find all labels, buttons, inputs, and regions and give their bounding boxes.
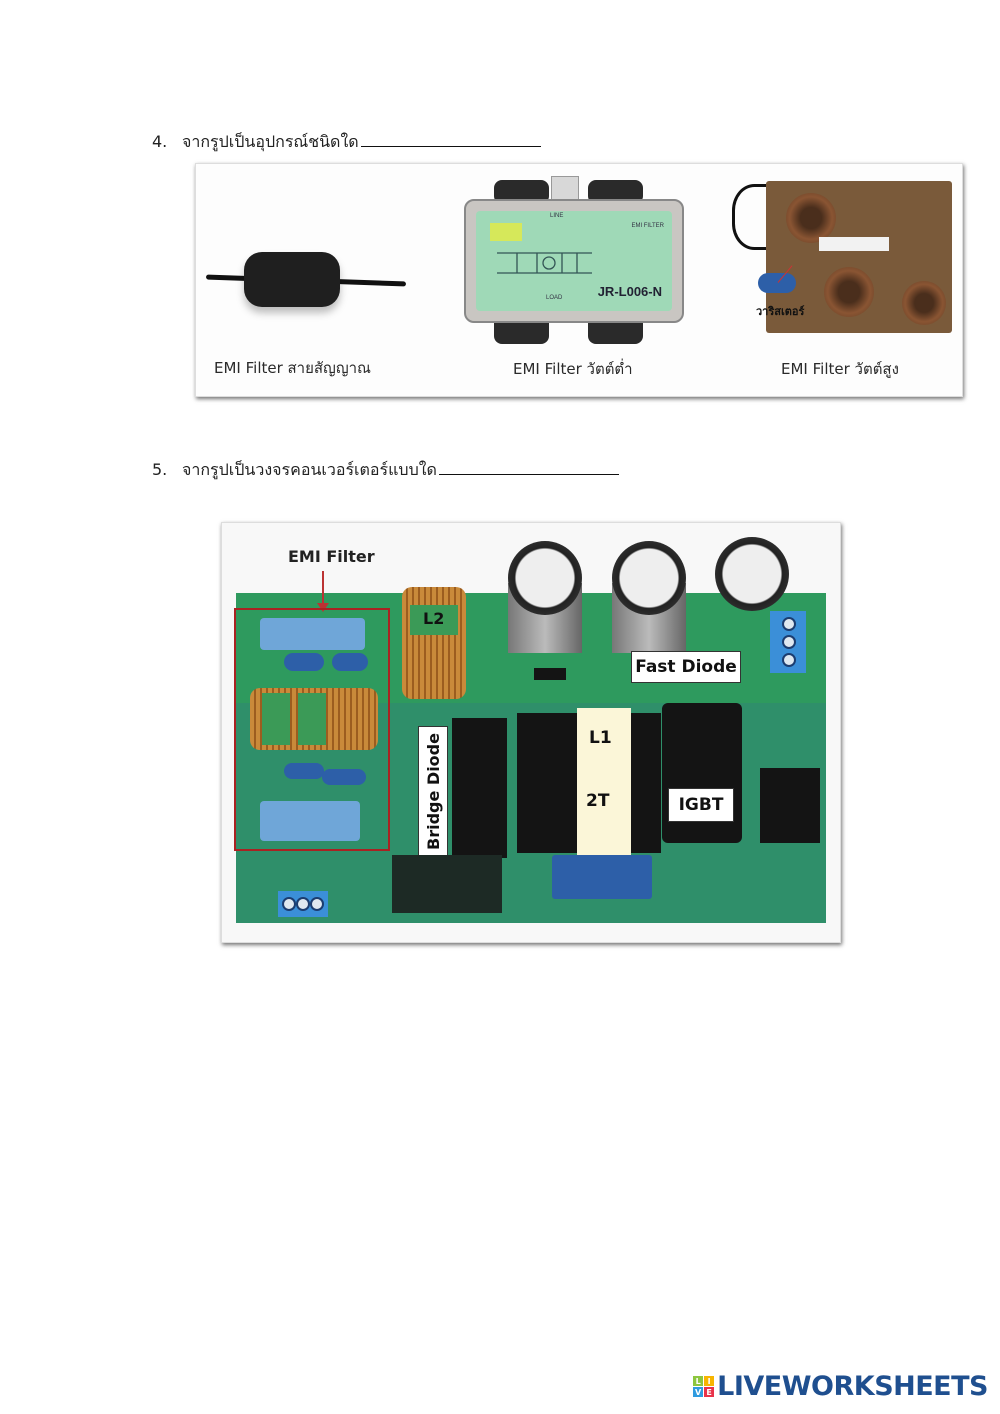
question-5: 5. จากรูปเป็นวงจรคอนเวอร์เตอร์แบบใด <box>152 456 619 483</box>
choke-core <box>298 693 326 745</box>
input-terminal-block <box>278 891 328 917</box>
liveworksheets-logo: L I V E LIVEWORKSHEETS <box>693 1371 988 1402</box>
electrolytic-capacitor <box>508 541 582 615</box>
relay <box>392 855 502 913</box>
logo-letter: V <box>693 1387 704 1397</box>
transformer-core <box>517 713 577 853</box>
caption-signal-cable: EMI Filter สายสัญญาณ <box>214 359 371 377</box>
bridge-diode-label: Bridge Diode <box>418 726 448 856</box>
logo-text: LIVEWORKSHEETS <box>717 1371 988 1402</box>
l1-label: L1 <box>589 728 612 748</box>
inductor-l2 <box>402 587 466 699</box>
y-capacitor <box>284 763 324 779</box>
pcb-board <box>758 181 952 333</box>
filter-label-plate: LINE EMI FILTER LOAD JR-L006-N <box>476 211 672 311</box>
question-4: 4. จากรูปเป็นอุปกรณ์ชนิดใด <box>152 128 541 155</box>
yellow-sticker <box>490 223 522 241</box>
y-capacitor <box>322 769 366 785</box>
line-marking: LINE <box>550 213 564 219</box>
question-number: 5. <box>152 460 168 479</box>
logo-letter: I <box>704 1376 715 1386</box>
terminal-screw <box>782 617 796 631</box>
terminal-screw <box>782 635 796 649</box>
ferrite-bead <box>244 252 340 307</box>
terminal-screw <box>310 897 324 911</box>
electrolytic-capacitor <box>612 541 686 615</box>
terminal-screw <box>782 653 796 667</box>
converter-board-figure: EMI Filter L2 Fast Diode Bridge Diode L1… <box>221 522 841 943</box>
label-strip <box>819 237 889 251</box>
choke-core <box>262 693 290 745</box>
y-capacitor <box>332 653 368 671</box>
logo-letter: E <box>704 1387 715 1397</box>
emi-filter-highlight-box <box>234 608 390 851</box>
varistor-label: วาริสเตอร์ <box>756 305 805 318</box>
answer-blank-4[interactable] <box>360 128 541 147</box>
igbt-label: IGBT <box>668 788 734 822</box>
l1-label-strip <box>577 708 631 858</box>
filter-case: LINE EMI FILTER LOAD JR-L006-N <box>464 199 684 323</box>
igbt-heatsink <box>662 703 742 843</box>
question-text: จากรูปเป็นวงจรคอนเวอร์เตอร์แบบใด <box>182 460 437 479</box>
question-text: จากรูปเป็นอุปกรณ์ชนิดใด <box>182 132 359 151</box>
answer-blank-5[interactable] <box>438 456 619 475</box>
fast-diode-label: Fast Diode <box>631 651 741 683</box>
l2-core <box>410 605 458 635</box>
x-capacitor <box>260 801 360 841</box>
x-capacitor <box>260 618 365 650</box>
emi-filter-types-figure: LINE EMI FILTER LOAD JR-L006-N วาริสเตอร… <box>195 163 963 397</box>
arrowhead-icon <box>317 603 329 612</box>
model-number: JR-L006-N <box>597 284 662 299</box>
caption-high-watt: EMI Filter วัตต์สูง <box>781 360 899 378</box>
film-capacitor <box>552 855 652 899</box>
question-number: 4. <box>152 132 168 151</box>
caption-low-watt: EMI Filter วัตต์ต่ำ <box>513 360 633 378</box>
toroid-coil <box>902 281 946 325</box>
logo-mark-icon: L I V E <box>693 1376 715 1397</box>
diode-component <box>534 668 566 680</box>
l2-label: L2 <box>423 609 445 628</box>
emi-filter-label: EMI Filter <box>288 547 375 566</box>
varistor <box>758 273 796 293</box>
circuit-schematic-icon <box>497 252 592 274</box>
bridge-diode-text: Bridge Diode <box>423 732 443 850</box>
emi-filter-marking: EMI FILTER <box>631 223 664 229</box>
terminal-screw <box>296 897 310 911</box>
terminal-block <box>770 611 806 673</box>
toroid-coil <box>824 267 874 317</box>
electrolytic-capacitor <box>715 537 789 611</box>
bridge-diode-heatsink <box>452 718 507 858</box>
toroid-coil <box>786 193 836 243</box>
arrow-icon <box>322 571 324 607</box>
logo-letter: L <box>693 1376 704 1386</box>
y-capacitor <box>284 653 324 671</box>
terminal-screw <box>282 897 296 911</box>
2t-label: 2T <box>586 791 610 811</box>
transformer-core <box>631 713 661 853</box>
load-marking: LOAD <box>546 295 563 301</box>
connector <box>760 768 820 843</box>
